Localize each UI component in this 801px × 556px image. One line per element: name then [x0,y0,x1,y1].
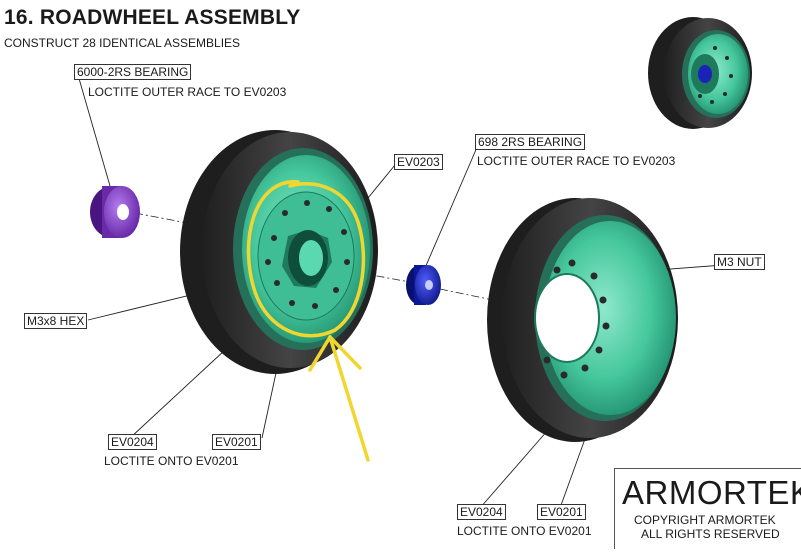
brand-logo: ARMORTEK [622,474,801,511]
callout-698-2rs-bearing: 698 2RS BEARING [475,134,586,150]
title-block [614,468,801,549]
callout-698-loctite-note: LOCTITE OUTER RACE TO EV0203 [477,154,676,168]
highlight-annotation [246,180,370,462]
callout-right-loctite-note: LOCTITE ONTO EV0201 [457,524,592,538]
callout-ev0203: EV0203 [394,154,443,170]
callout-left-ev0201: EV0201 [212,434,261,450]
page-subtitle: CONSTRUCT 28 IDENTICAL ASSEMBLIES [4,36,241,50]
callout-6000-loctite-note: LOCTITE OUTER RACE TO EV0203 [88,85,287,99]
roadwheel-right [487,198,678,442]
callout-left-loctite-note: LOCTITE ONTO EV0201 [104,454,239,468]
callout-right-ev0204: EV0204 [457,504,506,520]
copyright-line-1: COPYRIGHT ARMORTEK [634,513,776,527]
roadwheel-left [180,130,378,374]
callout-right-ev0201: EV0201 [537,504,586,520]
bearing-6000-2rs [90,186,140,238]
page-title: 16. ROADWHEEL ASSEMBLY [4,6,301,29]
callout-left-ev0204: EV0204 [108,434,157,450]
callout-m3x8-hex: M3x8 HEX [24,313,88,329]
copyright-line-2: ALL RIGHTS RESERVED [641,527,780,541]
callout-6000-2rs-bearing: 6000-2RS BEARING [74,64,192,80]
bearing-698-2rs [406,265,441,305]
callout-m3-nut: M3 NUT [714,254,765,270]
finished-roadwheel-thumbnail [648,17,752,129]
